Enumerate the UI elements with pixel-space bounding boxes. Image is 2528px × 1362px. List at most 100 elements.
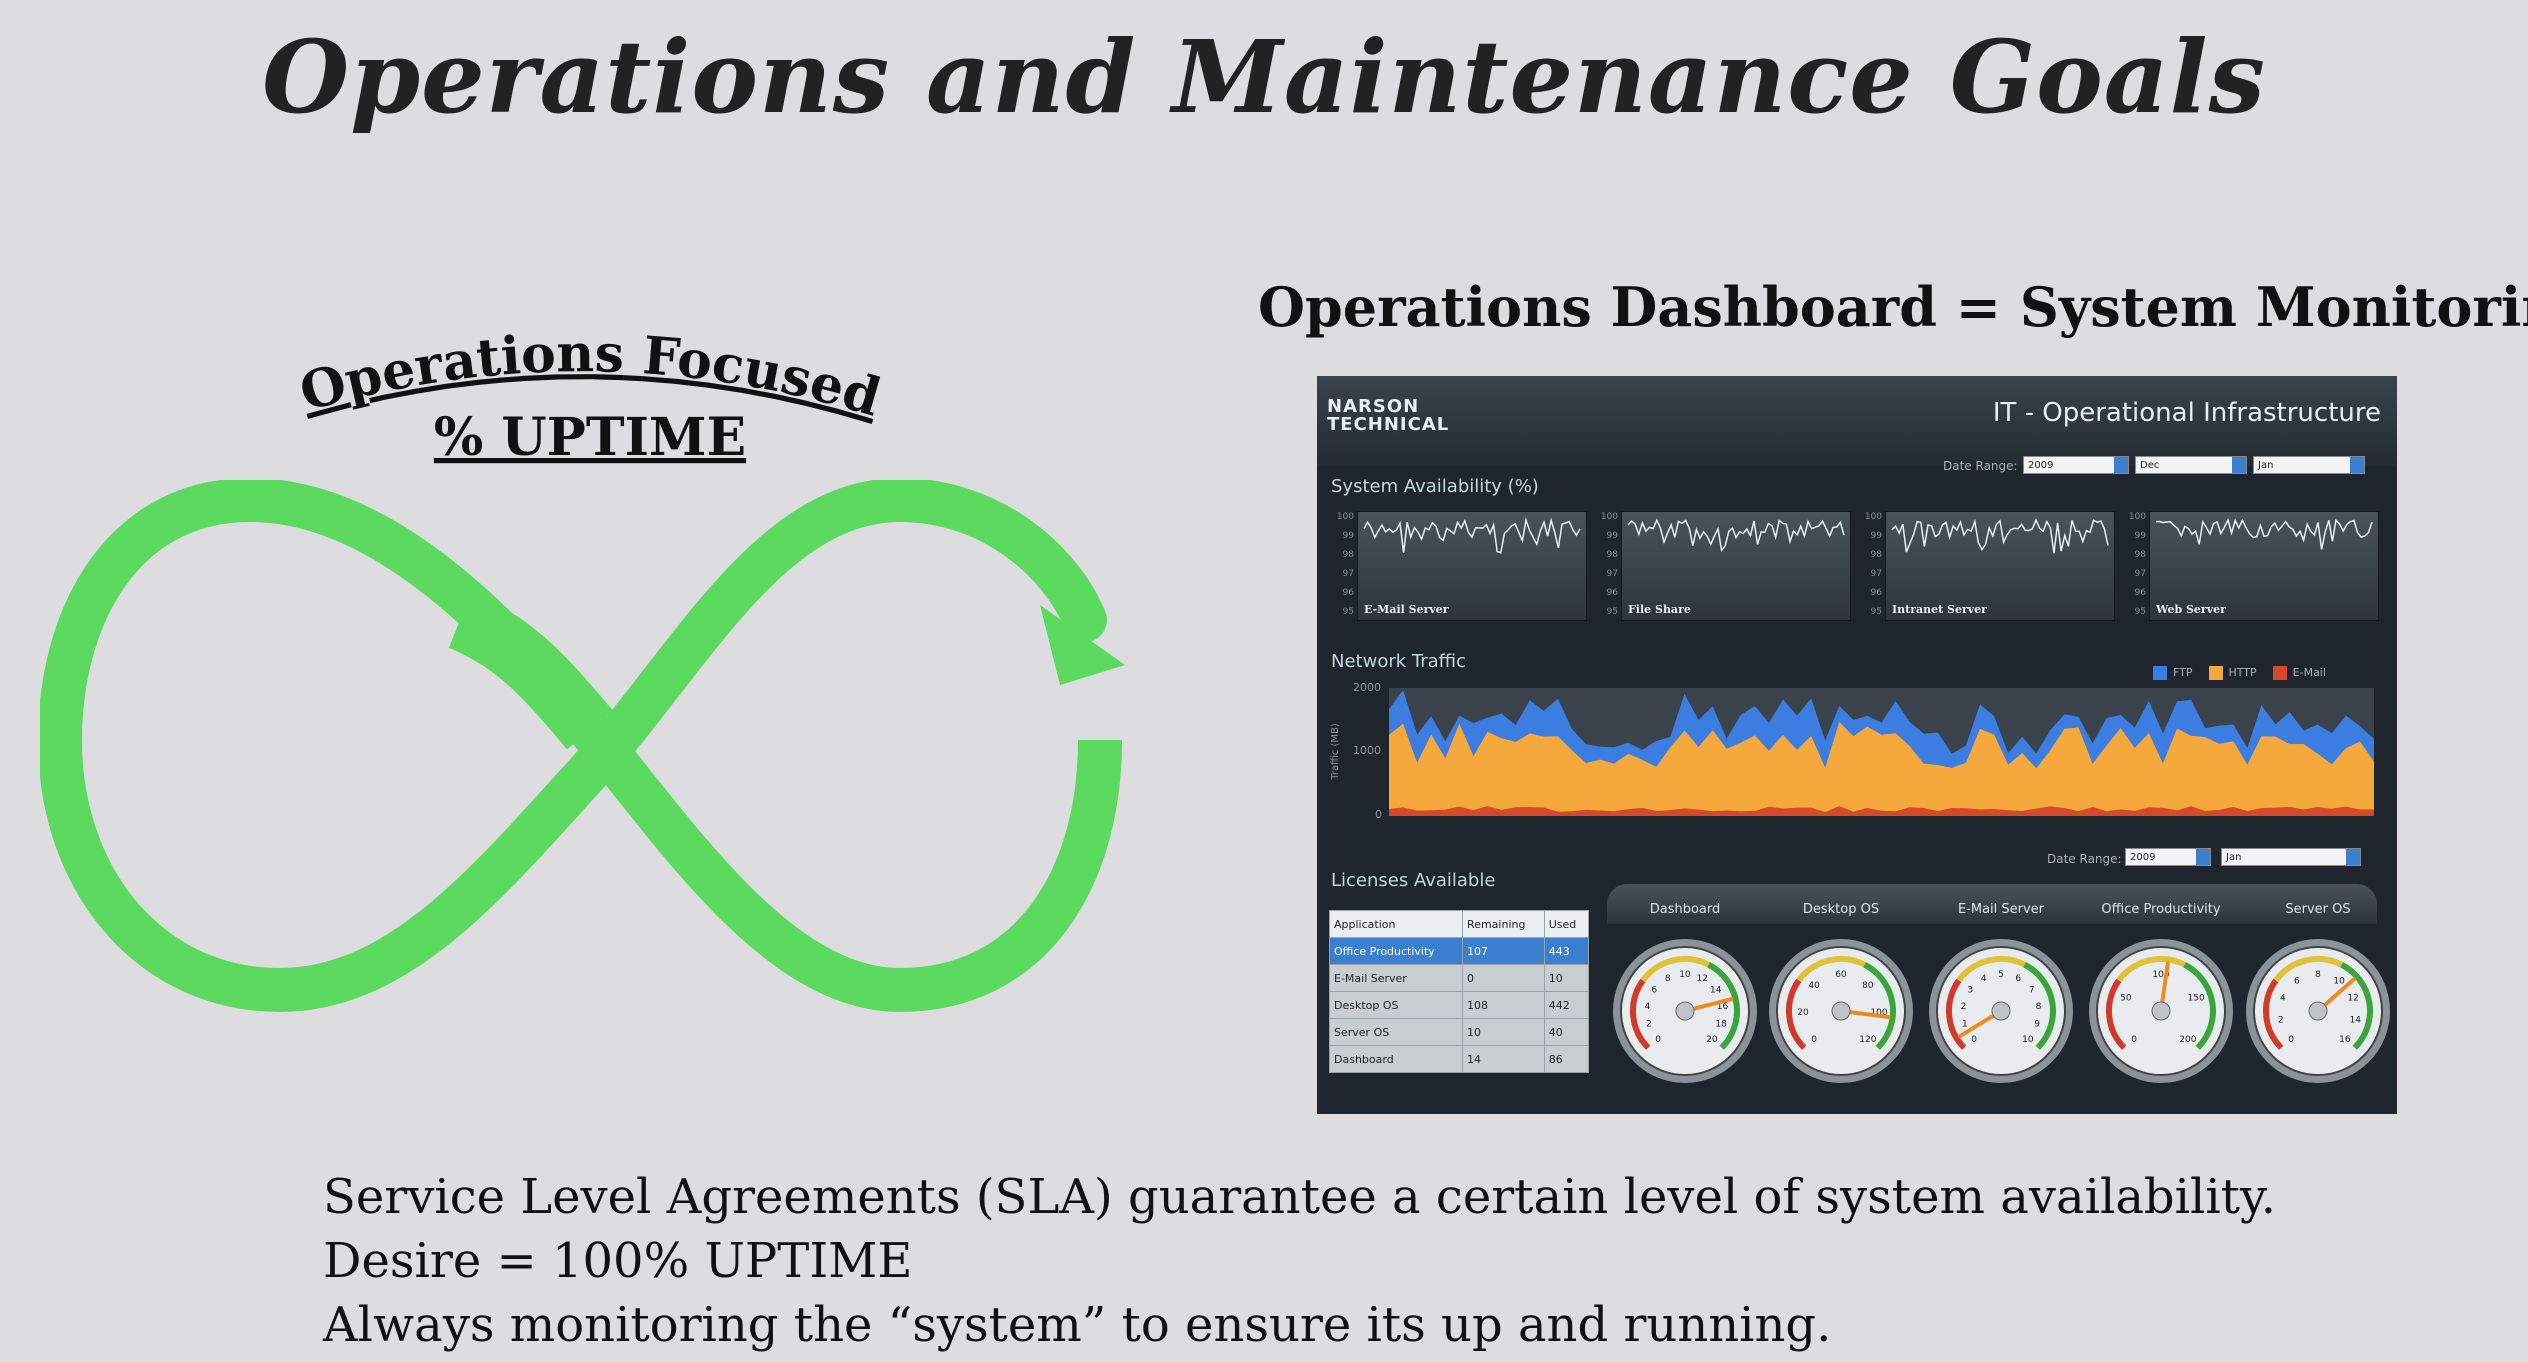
gauge-band (1946, 978, 1967, 1050)
gauge-tick-label: 1 (1962, 1020, 1968, 1030)
gauge-tick-label: 12 (2347, 993, 2358, 1003)
narson-logo: NARSON TECHNICAL (1327, 398, 1449, 434)
legend-ftp: FTP (2173, 666, 2193, 679)
gauge-tick-label: 20 (1797, 1008, 1809, 1018)
slide-title: Operations and Maintenance Goals (262, 18, 2266, 136)
dashboard-topbar (1317, 376, 2397, 466)
col-used[interactable]: Used (1543, 910, 1590, 938)
gauge-tick-label: 4 (1645, 1002, 1651, 1012)
network-traffic-chart (1389, 688, 2374, 816)
gauge-tick-label: 9 (2034, 1020, 2040, 1030)
panel-name: File Share (1628, 603, 1691, 616)
gauge-tick-label: 10 (2333, 976, 2345, 986)
gauge-tick-label: 100 (2152, 970, 2169, 980)
infinity-loop-icon (40, 480, 1125, 1013)
gauge-tick-label: 0 (2131, 1035, 2137, 1045)
gauge-tick-label: 14 (2350, 1015, 2362, 1025)
sparkline (1363, 517, 1581, 554)
caption-line-3: Always monitoring the “system” to ensure… (323, 1297, 1832, 1353)
caption-line-2: Desire = 100% UPTIME (323, 1233, 913, 1289)
licenses-label: Licenses Available (1331, 870, 1496, 891)
gauge-tick-label: 0 (2288, 1035, 2294, 1045)
panel-name: Intranet Server (1892, 603, 1987, 616)
gauge-tick-label: 0 (1811, 1035, 1817, 1045)
licenses-table: Application Remaining Used Office Produc… (1328, 910, 1590, 1073)
month-to-select[interactable]: Jan (2253, 456, 2365, 474)
caption-line-1: Service Level Agreements (SLA) guarantee… (323, 1169, 2276, 1225)
gauge-tick-label: 10 (2022, 1035, 2034, 1045)
gauge-label: Server OS (2285, 902, 2351, 917)
gauge-band (1796, 956, 1866, 983)
gauge-tick-label: 16 (1717, 1002, 1729, 1012)
gauge-tick-label: 3 (1967, 986, 1973, 996)
gauge-label: Desktop OS (1802, 902, 1880, 917)
gauge-tick-label: 0 (1655, 1035, 1661, 1045)
sparkline (2155, 517, 2373, 550)
date-range-label: Date Range: (1943, 459, 2018, 473)
col-remaining[interactable]: Remaining (1462, 910, 1545, 938)
operations-focused-arc-title: Operations Focused % UPTIME (293, 323, 887, 468)
availability-label: System Availability (%) (1331, 476, 1539, 497)
sparkline (1627, 518, 1845, 552)
gauge-label: Dashboard (1649, 902, 1721, 917)
gauge-tick-label: 8 (1665, 974, 1671, 984)
gauge-band (2116, 956, 2186, 983)
gauge-tick-label: 80 (1862, 981, 1874, 991)
month-from-select[interactable]: Dec (2135, 456, 2247, 474)
network-traffic-label: Network Traffic (1331, 651, 1466, 672)
panel-name: E-Mail Server (1364, 603, 1449, 616)
traffic-ytick-mid: 1000 (1353, 744, 1381, 757)
gauge-tick-label: 16 (2339, 1035, 2351, 1045)
traffic-ylabel: Traffic (MB) (1329, 723, 1341, 780)
dashboard-heading: Operations Dashboard = System Monitoring (1258, 275, 2528, 339)
gauge-band (1630, 978, 1651, 1050)
gauge-tick-label: 6 (1651, 986, 1657, 996)
gauge-label: E-Mail Server (1957, 902, 2045, 917)
gauge-tick-label: 18 (1715, 1020, 1727, 1030)
year-select[interactable]: 2009 (2023, 456, 2129, 474)
gauge-band (1786, 978, 1807, 1050)
license-year-select[interactable]: 2009 (2125, 848, 2211, 866)
license-date-range-label: Date Range: (2047, 852, 2122, 866)
gauge-tick-label: 2 (2278, 1015, 2284, 1025)
gauge-tick-label: 50 (2120, 993, 2132, 1003)
panel-name: Web Server (2156, 603, 2226, 616)
gauge-tick-label: 12 (1697, 974, 1708, 984)
gauge-band (1640, 956, 1710, 983)
gauge-band (1863, 961, 1896, 1050)
traffic-ytick-top: 2000 (1353, 681, 1381, 694)
logo-line1: NARSON (1327, 396, 1420, 417)
gauge-tick-label: 2 (1961, 1002, 1967, 1012)
http-swatch (2208, 666, 2223, 680)
gauge-tick-label: 7 (2029, 986, 2035, 996)
legend-email: E-Mail (2292, 666, 2326, 679)
col-application[interactable]: Application (1328, 910, 1464, 938)
gauge-tick-label: 4 (2280, 993, 2286, 1003)
gauge-tick-label: 6 (2015, 974, 2021, 984)
traffic-ytick-bottom: 0 (1375, 808, 1382, 821)
gauge-tick-label: 200 (2179, 1035, 2196, 1045)
operations-dashboard: NARSON TECHNICAL IT - Operational Infras… (1317, 376, 2397, 1114)
license-month-select[interactable]: Jan (2221, 848, 2361, 866)
gauge-band (1956, 956, 2026, 983)
gauge-tick-label: 5 (1998, 970, 2004, 980)
gauge-tick-label: 100 (1870, 1008, 1887, 1018)
gauge-band (2340, 961, 2373, 1050)
gauge-band (2273, 956, 2343, 983)
gauge-band (2023, 961, 2056, 1050)
